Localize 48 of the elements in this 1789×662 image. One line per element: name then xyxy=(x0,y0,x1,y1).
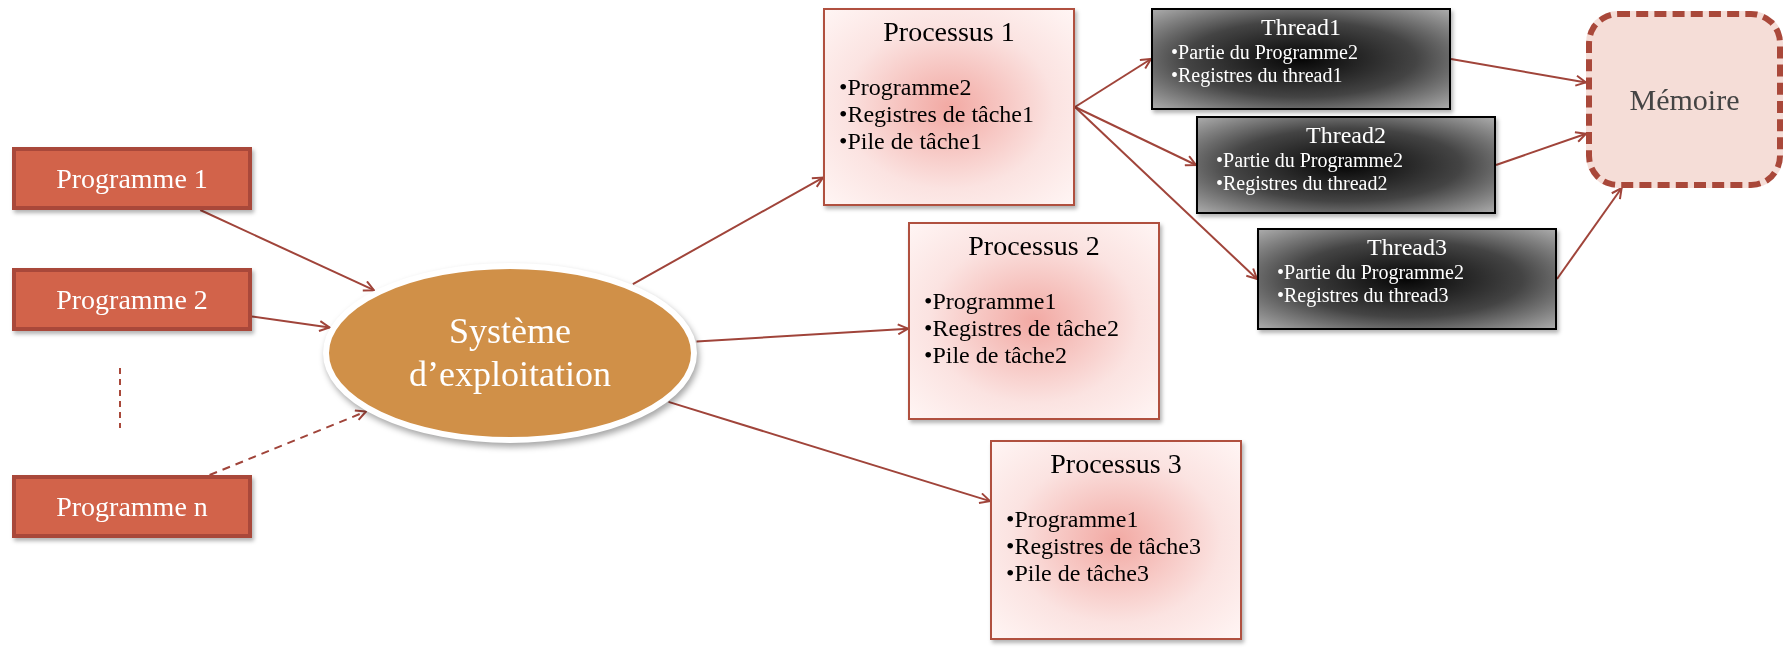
arrow xyxy=(1495,131,1587,166)
process-box xyxy=(823,8,1075,206)
arrow xyxy=(208,409,367,476)
arrow xyxy=(1450,58,1587,87)
process-box xyxy=(990,440,1242,640)
bullet-item: •Partie du Programme2 xyxy=(1216,149,1404,172)
bullet-item: •Partie du Programme2 xyxy=(1277,261,1465,284)
arrow xyxy=(251,315,331,332)
box-title: Thread1 xyxy=(1260,14,1342,41)
arrow xyxy=(199,209,375,292)
process-box xyxy=(908,222,1160,420)
memory-box xyxy=(1586,11,1783,188)
node-label: Programme 1 xyxy=(56,162,208,195)
bullet-item: •Registres de tâche1 xyxy=(839,101,1035,128)
bullet-item: •Registres du thread1 xyxy=(1171,64,1344,87)
bullet-item: •Pile de tâche1 xyxy=(839,128,983,155)
arrow xyxy=(1074,58,1152,108)
program-box xyxy=(12,268,252,331)
node-label: Système d’exploitation xyxy=(408,309,612,396)
node-label: Mémoire xyxy=(1629,82,1740,117)
bullet-item: •Registres de tâche3 xyxy=(1006,533,1202,560)
bullet-item: •Pile de tâche3 xyxy=(1006,560,1150,587)
thread-box xyxy=(1151,8,1451,110)
program-box xyxy=(12,475,252,538)
box-title: Processus 1 xyxy=(882,16,1016,48)
box-title: Processus 2 xyxy=(967,230,1101,262)
bullet-item: •Pile de tâche2 xyxy=(924,342,1068,369)
bullet-item: •Programme2 xyxy=(839,74,973,101)
arrow xyxy=(667,400,991,504)
bullet-item: •Programme1 xyxy=(1006,506,1140,533)
arrow xyxy=(631,176,824,286)
box-title: Thread3 xyxy=(1366,234,1448,261)
arrow xyxy=(1074,106,1197,167)
bullet-item: •Programme1 xyxy=(924,288,1058,315)
node-label: Programme 2 xyxy=(56,283,208,316)
node-label: Programme n xyxy=(56,490,208,523)
box-title: Thread2 xyxy=(1305,122,1387,149)
arrow xyxy=(695,323,909,343)
arrow xyxy=(1556,187,1623,280)
bullet-item: •Registres du thread2 xyxy=(1216,172,1389,195)
bullet-item: •Partie du Programme2 xyxy=(1171,41,1359,64)
program-box xyxy=(12,147,252,210)
bullet-item: •Registres du thread3 xyxy=(1277,284,1450,307)
thread-box xyxy=(1257,228,1557,330)
thread-box xyxy=(1196,116,1496,214)
box-title: Processus 3 xyxy=(1049,448,1183,480)
arrow xyxy=(1074,106,1258,280)
bullet-item: •Registres de tâche2 xyxy=(924,315,1120,342)
